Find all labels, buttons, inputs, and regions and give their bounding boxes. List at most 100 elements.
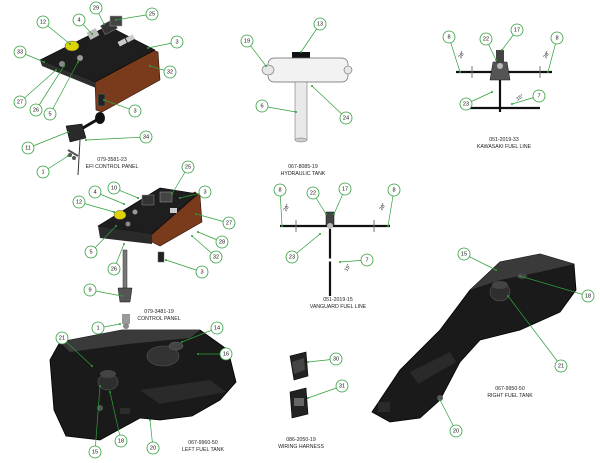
captions: 079-3581-23 EFI CONTROL PANEL 067-8085-1… — [86, 137, 534, 453]
leader-tip — [147, 47, 149, 49]
callout-balloon — [313, 17, 327, 31]
leader-tip — [295, 111, 297, 113]
leader-line — [94, 385, 101, 453]
callout-balloon — [21, 141, 35, 155]
callout-number: 26 — [33, 107, 39, 113]
callout-number: 23 — [463, 101, 469, 107]
leader-line — [27, 131, 69, 149]
callout-number: 33 — [17, 49, 23, 55]
leader-tip — [281, 225, 283, 227]
leader-line — [519, 275, 589, 297]
leader-line — [35, 65, 65, 111]
callout-balloon — [219, 347, 233, 361]
leader-tip — [123, 203, 125, 205]
callout-number: 32 — [167, 69, 173, 75]
hydraulic-tank-drawing — [261, 52, 353, 143]
leader-tip — [119, 323, 121, 325]
leader-tip — [67, 155, 69, 157]
callout-number: 3 — [200, 269, 203, 275]
callout-balloon — [338, 182, 352, 196]
leader-tip — [121, 295, 123, 297]
callout-number: 32 — [213, 254, 219, 260]
caption-efi-name: EFI CONTROL PANEL — [86, 164, 139, 170]
svg-text:28": 28" — [283, 203, 292, 213]
callout-number: 28 — [219, 239, 225, 245]
callout-balloon — [554, 359, 568, 373]
leader-tip — [137, 197, 139, 199]
caption-control-panel-name: CONTROL PANEL — [137, 316, 180, 322]
callout-number: 27 — [226, 220, 232, 226]
leader-tip — [109, 391, 111, 393]
leader-tip — [495, 269, 497, 271]
caption-left-tank-name: LEFT FUEL TANK — [182, 447, 224, 453]
leader-tip — [311, 85, 313, 87]
callout-balloon — [210, 321, 224, 335]
efi-control-panel-drawing — [39, 15, 161, 176]
callout-balloon — [55, 331, 69, 345]
leader-tip — [91, 365, 93, 367]
leader-line — [109, 391, 122, 442]
callout-number: 4 — [93, 189, 96, 195]
wiring-harness-drawing — [289, 351, 309, 419]
svg-text:28": 28" — [379, 202, 388, 212]
kawasaki-fuel-line-drawing: 28" 28" 15" — [456, 50, 552, 112]
callout-balloon — [329, 352, 343, 366]
callout-balloon — [449, 424, 463, 438]
callout-balloon — [181, 160, 195, 174]
callout-balloon — [13, 95, 27, 109]
leader-tip — [181, 341, 183, 343]
leader-tip — [165, 259, 167, 261]
callout-number: 21 — [59, 335, 65, 341]
callout-number: 26 — [111, 266, 117, 272]
caption-hydraulic-part-no: 067-8085-19 — [288, 164, 318, 170]
callout-number: 29 — [93, 5, 99, 11]
callout-number: 20 — [150, 445, 156, 451]
leader-tip — [319, 233, 321, 235]
leader-tip — [519, 275, 521, 277]
leader-line — [49, 61, 79, 115]
callout-balloon — [457, 247, 471, 261]
callout-number: 23 — [289, 254, 295, 260]
callout-number: 3 — [175, 39, 178, 45]
leader-line — [85, 136, 147, 141]
caption-vanguard-part-no: 051-2019-15 — [323, 297, 353, 303]
callout-balloon — [339, 111, 353, 125]
callout-balloon — [139, 130, 153, 144]
callout-balloon — [84, 245, 98, 259]
caption-control-panel-part-no: 079-3481-19 — [144, 309, 174, 315]
callout-number: 13 — [317, 21, 323, 27]
callout-number: 14 — [214, 325, 220, 331]
callout-balloon — [209, 250, 223, 264]
leader-tip — [307, 397, 309, 399]
callout-balloon — [88, 185, 102, 199]
callout-balloon — [146, 441, 160, 455]
callout-balloon — [255, 99, 269, 113]
callout-balloon — [550, 31, 564, 45]
leader-line — [311, 85, 347, 119]
svg-text:28": 28" — [543, 50, 552, 60]
callout-balloon — [532, 89, 546, 103]
callout-number: 30 — [333, 356, 339, 362]
callout-number: 24 — [343, 115, 349, 121]
leader-tip — [387, 225, 389, 227]
callout-number: 6 — [260, 103, 263, 109]
right-fuel-tank-drawing — [371, 253, 577, 423]
leader-tip — [171, 193, 173, 195]
leader-tip — [325, 213, 327, 215]
leader-tip — [99, 385, 101, 387]
callout-balloon — [163, 65, 177, 79]
callout-number: 16 — [223, 351, 229, 357]
callout-number: 8 — [555, 35, 558, 41]
leader-tip — [149, 65, 151, 67]
callout-number: 20 — [453, 428, 459, 434]
callout-balloon — [581, 289, 595, 303]
callout-number: 12 — [40, 19, 46, 25]
callout-number: 3 — [203, 189, 206, 195]
callout-number: 5 — [89, 249, 92, 255]
caption-vanguard-name: VANGUARD FUEL LINE — [310, 304, 367, 310]
callout-balloon — [107, 262, 121, 276]
callout-number: 17 — [514, 27, 520, 33]
callout-balloon — [36, 15, 50, 29]
callout-number: 1 — [41, 169, 44, 175]
callout-balloon — [285, 250, 299, 264]
